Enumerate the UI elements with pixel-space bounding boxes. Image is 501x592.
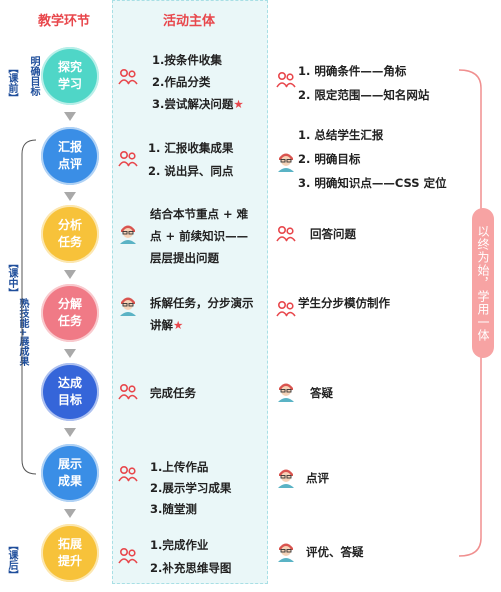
teacher-activity-7-1: 评优、答疑 [306, 545, 364, 559]
student-activity-1-3: 3.尝试解决问题★ [152, 97, 244, 111]
arrow-down-icon [64, 349, 76, 358]
student-activity-2-2: 2. 说出异、同点 [148, 164, 234, 178]
banner-end-goal: 以终为始，学用一体 [472, 208, 494, 358]
teacher-activity-3-1: 回答问题 [310, 227, 356, 241]
student-activity-3-3: 层层提出问题 [150, 251, 219, 265]
student-activity-6-1: 1.上传作品 [150, 460, 209, 474]
student-activity-1-1: 1.按条件收集 [152, 53, 222, 67]
step-circle-5: 达成 目标 [41, 363, 99, 421]
phase-label-pre: 【课前】 [6, 63, 17, 103]
teacher-avatar-icon [278, 469, 294, 488]
step-7-line1: 拓展 [57, 537, 82, 551]
step-5-line1: 达成 [57, 376, 82, 390]
arrow-down-icon [64, 112, 76, 121]
step-circle-6: 展示 成果 [41, 444, 99, 502]
arrow-down-icon [64, 192, 76, 201]
step-1-line2: 学习 [57, 77, 82, 91]
step-2-line2: 点评 [57, 157, 82, 171]
teacher-activity-1-1: 1. 明确条件——角标 [298, 64, 407, 78]
step-4-line1: 分解 [57, 297, 82, 311]
step-6-line1: 展示 [57, 457, 82, 471]
teacher-activity-2-3: 3. 明确知识点——CSS 定位 [298, 176, 447, 190]
step-3-line2: 任务 [57, 235, 82, 249]
student-activity-5-1: 完成任务 [150, 386, 196, 400]
student-activity-6-2: 2.展示学习成果 [150, 481, 232, 495]
teacher-avatar-icon [120, 297, 136, 316]
step-2-line1: 汇报 [57, 140, 82, 154]
people-icon [276, 225, 296, 242]
arrow-down-icon [64, 270, 76, 279]
teacher-activity-4-1: 学生分步模仿制作 [298, 296, 390, 310]
header-activity-subject: 活动主体 [163, 14, 216, 29]
student-activity-3-1: 结合本节重点 + 难 [150, 207, 249, 221]
step-circle-2: 汇报 点评 [41, 127, 99, 185]
people-icon [118, 547, 138, 564]
teacher-activity-2-2: 2. 明确目标 [298, 152, 361, 166]
step-6-line2: 成果 [57, 474, 82, 488]
step-4-line2: 任务 [57, 314, 82, 328]
activity-panel [112, 0, 268, 584]
step-circle-4: 分解 任务 [41, 284, 99, 342]
arrow-down-icon [64, 428, 76, 437]
teacher-avatar-icon [278, 153, 294, 172]
people-icon [118, 150, 138, 167]
step-3-line1: 分析 [57, 218, 82, 232]
student-activity-4-2: 讲解★ [150, 318, 184, 332]
teacher-activity-1-2: 2. 限定范围——知名网站 [298, 88, 430, 102]
student-activity-3-2: 点 + 前续知识—— [150, 229, 249, 243]
teacher-avatar-icon [120, 225, 136, 244]
phase-label-post: 【课后】 [6, 540, 17, 580]
teacher-avatar-icon [278, 383, 294, 402]
teacher-activity-6-1: 点评 [306, 471, 329, 485]
phase-mid-bracket [21, 139, 37, 475]
student-activity-7-1: 1.完成作业 [150, 538, 209, 552]
people-icon [276, 71, 296, 88]
student-activity-7-2: 2.补充思维导图 [150, 561, 232, 575]
star-icon: ★ [233, 97, 244, 111]
step-1-line1: 探究 [57, 60, 82, 74]
step-5-line2: 目标 [57, 393, 82, 407]
teacher-activity-2-1: 1. 总结学生汇报 [298, 128, 384, 142]
step-circle-1: 探究 学习 [41, 47, 99, 105]
star-icon: ★ [173, 318, 184, 332]
student-activity-1-2: 2.作品分类 [152, 75, 211, 89]
teacher-activity-5-1: 答疑 [310, 386, 333, 400]
teacher-avatar-icon [278, 543, 294, 562]
people-icon [118, 465, 138, 482]
people-icon [276, 300, 296, 317]
student-activity-4-1: 拆解任务，分步演示 [150, 296, 254, 310]
header-teaching-stage: 教学环节 [38, 14, 91, 29]
step-circle-3: 分析 任务 [41, 205, 99, 263]
people-icon [118, 68, 138, 85]
arrow-down-icon [64, 509, 76, 518]
phase-label-mid: 【课中】 [6, 258, 17, 298]
people-icon [118, 383, 138, 400]
phase-label-pre-sub: 明确目标 [28, 56, 39, 96]
step-7-line2: 提升 [57, 554, 82, 568]
step-circle-7: 拓展 提升 [41, 524, 99, 582]
student-activity-2-1: 1. 汇报收集成果 [148, 141, 234, 155]
student-activity-6-3: 3.随堂测 [150, 502, 197, 516]
